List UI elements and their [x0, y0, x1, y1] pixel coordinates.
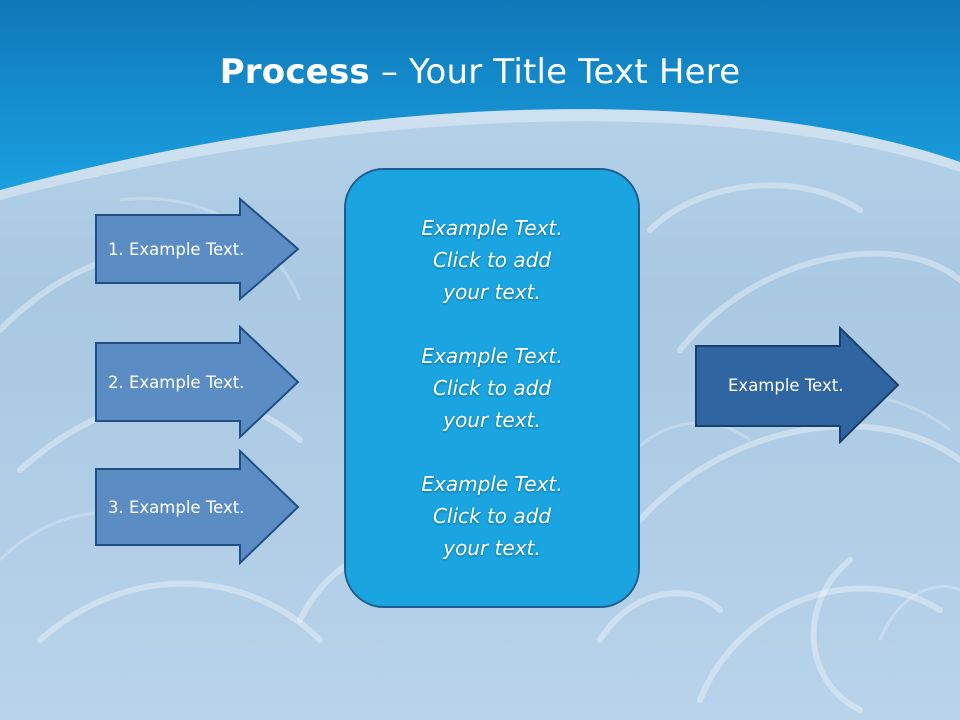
- arrow-label: 2. Example Text.: [108, 372, 245, 392]
- slide-title[interactable]: Process – Your Title Text Here: [0, 52, 960, 92]
- arrow-label: 1. Example Text.: [108, 239, 245, 259]
- block-line: Example Text.: [421, 216, 563, 240]
- block-line: your text.: [443, 280, 541, 304]
- block-line: Example Text.: [421, 472, 563, 496]
- arrow-shape: [695, 326, 900, 444]
- process-step-arrow[interactable]: 2. Example Text.: [94, 325, 300, 439]
- process-step-arrow[interactable]: 3. Example Text.: [94, 449, 300, 565]
- block-line: Click to add: [432, 248, 552, 272]
- result-arrow[interactable]: Example Text.: [694, 326, 900, 444]
- block-line: Click to add: [432, 376, 552, 400]
- text-block[interactable]: Example Text. Click to add your text.: [421, 340, 562, 436]
- process-step-arrow[interactable]: 1. Example Text.: [94, 197, 300, 301]
- block-line: your text.: [443, 536, 541, 560]
- arrow-shape: [95, 197, 300, 301]
- center-text-box[interactable]: Example Text. Click to add your text. Ex…: [344, 168, 640, 608]
- arrow-label: Example Text.: [728, 375, 844, 395]
- arrow-label: 3. Example Text.: [108, 497, 245, 517]
- block-line: Example Text.: [421, 344, 563, 368]
- arrow-shape: [95, 325, 300, 439]
- text-block[interactable]: Example Text. Click to add your text.: [421, 468, 562, 564]
- text-block[interactable]: Example Text. Click to add your text.: [421, 212, 562, 308]
- block-line: Click to add: [432, 504, 552, 528]
- arrow-shape: [95, 449, 300, 565]
- title-rest: – Your Title Text Here: [369, 52, 741, 92]
- title-bold: Process: [219, 52, 370, 92]
- block-line: your text.: [443, 408, 541, 432]
